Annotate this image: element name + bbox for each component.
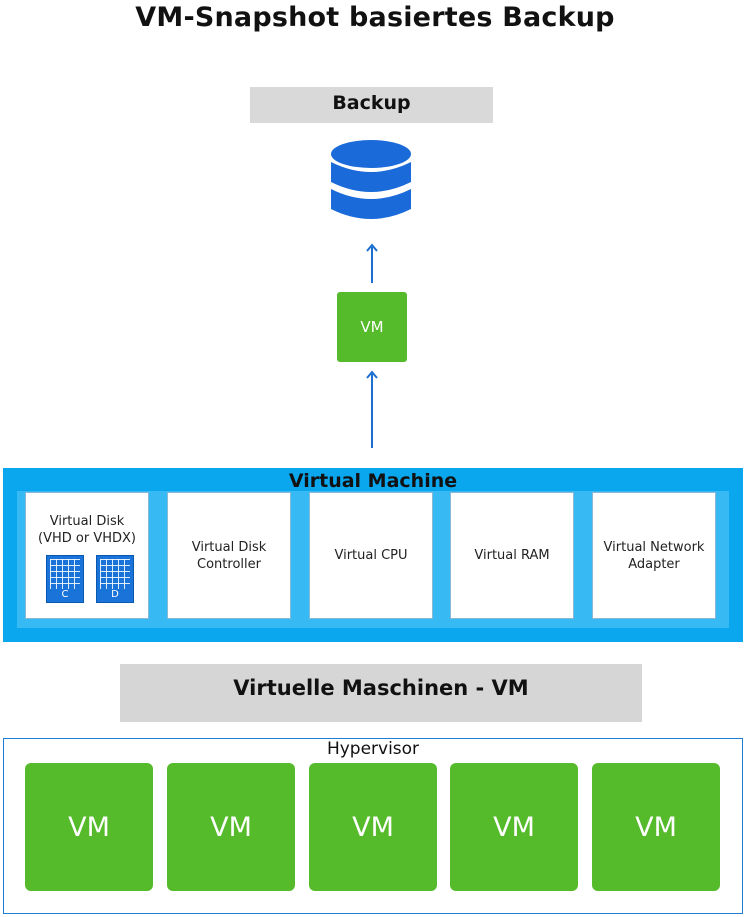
virtual-machines-label: Virtuelle Maschinen - VM	[233, 676, 529, 700]
database-icon	[331, 140, 411, 219]
snapshot-vm-box: VM	[337, 292, 407, 362]
component-virtual-ram: Virtual RAM	[450, 492, 574, 619]
hypervisor-vm: VM	[309, 763, 437, 891]
disk-d-icon: D	[96, 555, 134, 603]
backup-bar	[250, 87, 493, 123]
arrow-up-to-vm	[366, 370, 378, 448]
component-virtual-cpu: Virtual CPU	[309, 492, 433, 619]
arrow-up-to-backup	[366, 243, 378, 283]
virtual-machines-bar	[120, 664, 642, 722]
component-virtual-disk-controller: Virtual Disk Controller	[167, 492, 291, 619]
diagram-title: VM-Snapshot basiertes Backup	[135, 2, 615, 33]
disk-d-letter: D	[111, 589, 119, 600]
hypervisor-vm: VM	[167, 763, 295, 891]
virtual-disk-label: Virtual Disk (VHD or VHDX)	[38, 514, 136, 546]
component-virtual-network-adapter: Virtual Network Adapter	[592, 492, 716, 619]
hypervisor-vm: VM	[450, 763, 578, 891]
disk-c-icon: C	[46, 555, 84, 603]
hypervisor-label: Hypervisor	[326, 739, 420, 759]
hypervisor-vm: VM	[25, 763, 153, 891]
disk-c-letter: C	[61, 589, 69, 600]
virtual-machine-title: Virtual Machine	[288, 470, 458, 492]
hypervisor-vm: VM	[592, 763, 720, 891]
backup-label: Backup	[332, 92, 411, 114]
